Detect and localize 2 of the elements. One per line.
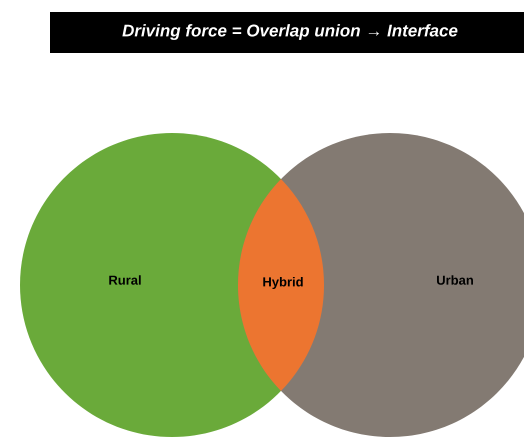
overlap-region: Hybrid [263,276,303,290]
title-banner: Driving force = Overlap union → Interface [50,12,524,53]
